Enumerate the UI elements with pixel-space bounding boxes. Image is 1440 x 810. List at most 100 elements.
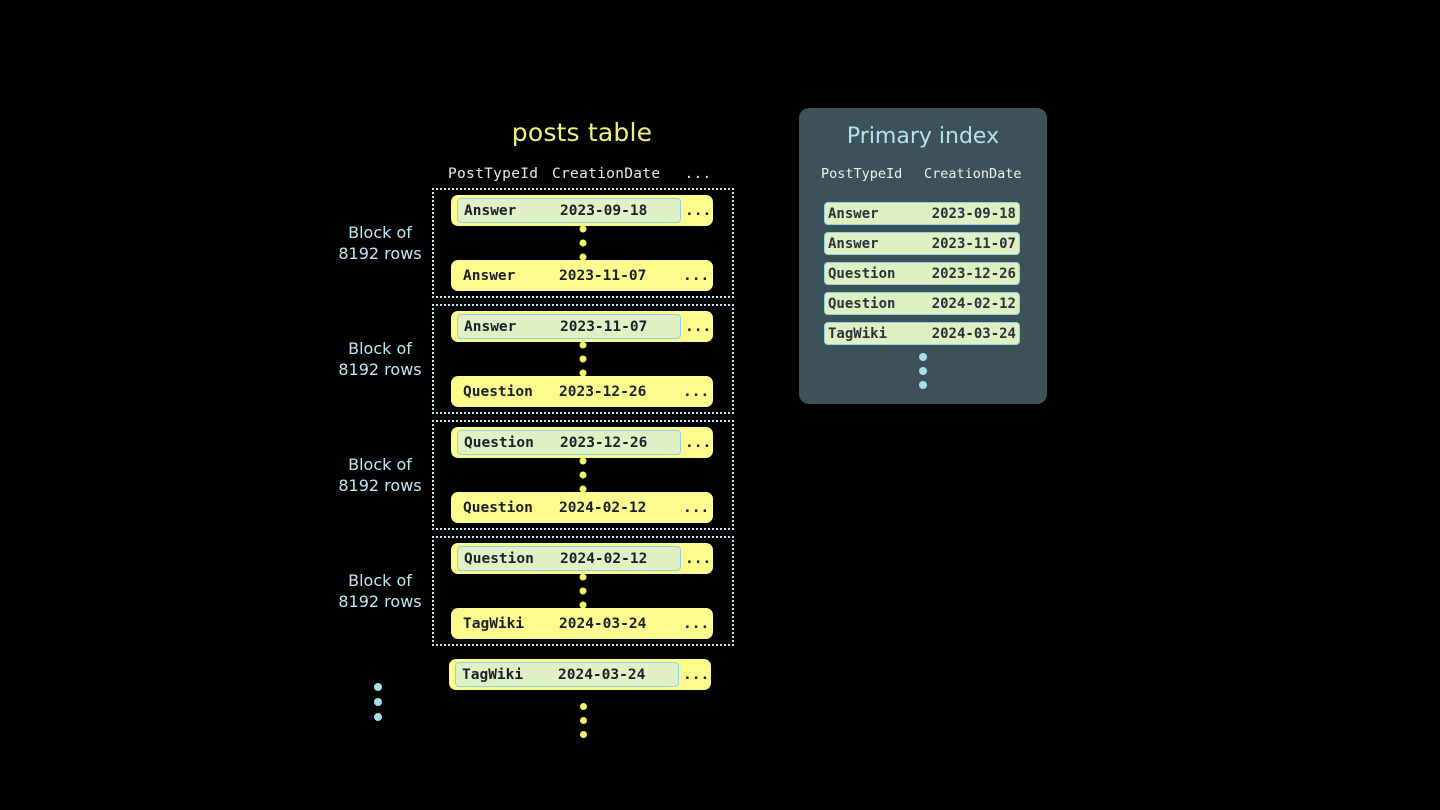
cell-more: ...: [685, 550, 712, 567]
cell-post-type-id: Question: [464, 550, 534, 567]
cell-creation-date: 2023-12-26: [931, 265, 1016, 282]
index-continuation-ellipsis-icon: [799, 353, 1047, 389]
cell-creation-date: 2023-09-18: [560, 202, 648, 219]
dot: [579, 731, 587, 738]
dot: [579, 471, 587, 479]
dot: [374, 713, 382, 721]
dot: [579, 587, 587, 595]
table-row[interactable]: TagWiki 2024-03-24 ...: [449, 659, 711, 690]
table-block: Block of 8192 rows Answer 2023-09-18 ...…: [338, 188, 734, 298]
row-cells: Question 2024-02-12: [457, 546, 681, 571]
cell-more: ...: [683, 666, 710, 683]
cell-post-type-id: Question: [464, 434, 534, 451]
table-block: Block of 8192 rows Question 2024-02-12 .…: [338, 536, 734, 646]
primary-index-column-headers: PostTypeId CreationDate: [821, 166, 1031, 182]
block-label: Block of 8192 rows: [338, 339, 422, 379]
cell-post-type-id: TagWiki: [462, 666, 524, 683]
block-label: Block of 8192 rows: [338, 455, 422, 495]
blocks-continuation-ellipsis-icon: [330, 683, 426, 721]
row-cells: Question 2023-12-26: [457, 430, 681, 455]
primary-index-title: Primary index: [846, 124, 1000, 149]
table-row[interactable]: Question 2023-12-26 ...: [451, 427, 713, 458]
dot: [579, 355, 587, 363]
cell-creation-date: 2024-03-24: [931, 325, 1016, 342]
trailing-row-wrapper: TagWiki 2024-03-24 ...: [432, 659, 734, 695]
table-block: Block of 8192 rows Answer 2023-11-07 ...…: [338, 304, 734, 414]
cell-creation-date: 2024-03-24: [558, 666, 646, 683]
dot: [579, 369, 587, 377]
cell-post-type-id: TagWiki: [463, 615, 525, 632]
table-row[interactable]: TagWiki 2024-03-24 ...: [451, 608, 713, 639]
index-row[interactable]: TagWiki 2024-03-24: [824, 322, 1020, 345]
dot: [579, 239, 587, 247]
dot: [919, 353, 927, 361]
vertical-ellipsis-icon: [579, 225, 587, 261]
dot: [579, 457, 587, 465]
cell-creation-date: 2023-11-07: [560, 318, 648, 335]
dot: [579, 573, 587, 581]
cell-creation-date: 2023-12-26: [559, 383, 647, 400]
cell-creation-date: 2023-11-07: [931, 235, 1016, 252]
column-header-post-type-id: PostTypeId: [448, 166, 539, 182]
row-cells: Question 2023-12-26: [457, 379, 679, 404]
row-cells: TagWiki 2024-03-24: [457, 611, 679, 636]
cell-post-type-id: Question: [828, 265, 896, 282]
cell-post-type-id: Answer: [464, 202, 517, 219]
table-block: Block of 8192 rows Question 2023-12-26 .…: [338, 420, 734, 530]
block-label: Block of 8192 rows: [338, 571, 422, 611]
cell-post-type-id: Question: [463, 383, 533, 400]
dot: [579, 341, 587, 349]
cell-creation-date: 2024-02-12: [560, 550, 648, 567]
vertical-ellipsis-icon: [579, 457, 587, 493]
cell-more: ...: [683, 615, 710, 632]
index-row[interactable]: Question 2023-12-26: [824, 262, 1020, 285]
cell-more: ...: [685, 434, 712, 451]
table-continuation-ellipsis-icon: [432, 703, 734, 738]
cell-more: ...: [685, 318, 712, 335]
dot: [579, 485, 587, 493]
table-row[interactable]: Question 2024-02-12 ...: [451, 543, 713, 574]
index-row[interactable]: Question 2024-02-12: [824, 292, 1020, 315]
column-header-more: ...: [684, 166, 712, 182]
cell-more: ...: [683, 267, 710, 284]
index-row[interactable]: Answer 2023-09-18: [824, 202, 1020, 225]
cell-post-type-id: Answer: [463, 267, 516, 284]
cell-more: ...: [683, 383, 710, 400]
row-cells: Question 2024-02-12: [457, 495, 679, 520]
posts-table-title: posts table: [511, 118, 653, 147]
cell-creation-date: 2024-02-12: [559, 499, 647, 516]
column-header-creation-date: CreationDate: [552, 166, 661, 182]
table-row[interactable]: Question 2024-02-12 ...: [451, 492, 713, 523]
dot: [579, 225, 587, 233]
row-cells: Answer 2023-11-07: [457, 314, 681, 339]
dot: [374, 683, 382, 691]
dot: [919, 367, 927, 375]
row-cells: TagWiki 2024-03-24: [455, 662, 679, 687]
index-row[interactable]: Answer 2023-11-07: [824, 232, 1020, 255]
posts-table-column-headers: PostTypeId CreationDate ...: [448, 166, 733, 182]
cell-creation-date: 2024-03-24: [559, 615, 647, 632]
dot: [919, 381, 927, 389]
cell-more: ...: [685, 202, 712, 219]
dot: [579, 717, 587, 724]
dot: [374, 698, 382, 706]
column-header-post-type-id: PostTypeId: [821, 166, 903, 182]
dot: [579, 253, 587, 261]
primary-index-rows: Answer 2023-09-18 Answer 2023-11-07 Ques…: [824, 202, 1020, 352]
row-cells: Answer 2023-11-07: [457, 263, 679, 288]
table-row[interactable]: Answer 2023-11-07 ...: [451, 311, 713, 342]
cell-post-type-id: Answer: [828, 235, 879, 252]
cell-creation-date: 2024-02-12: [931, 295, 1016, 312]
vertical-ellipsis-icon: [579, 573, 587, 609]
cell-creation-date: 2023-12-26: [560, 434, 648, 451]
cell-creation-date: 2023-09-18: [931, 205, 1016, 222]
table-row[interactable]: Answer 2023-09-18 ...: [451, 195, 713, 226]
cell-post-type-id: Question: [463, 499, 533, 516]
cell-creation-date: 2023-11-07: [559, 267, 647, 284]
dot: [579, 703, 587, 710]
table-row[interactable]: Answer 2023-11-07 ...: [451, 260, 713, 291]
blocks-column: Block of 8192 rows Answer 2023-09-18 ...…: [338, 188, 734, 652]
row-cells: Answer 2023-09-18: [457, 198, 681, 223]
table-row[interactable]: Question 2023-12-26 ...: [451, 376, 713, 407]
cell-post-type-id: Answer: [828, 205, 879, 222]
